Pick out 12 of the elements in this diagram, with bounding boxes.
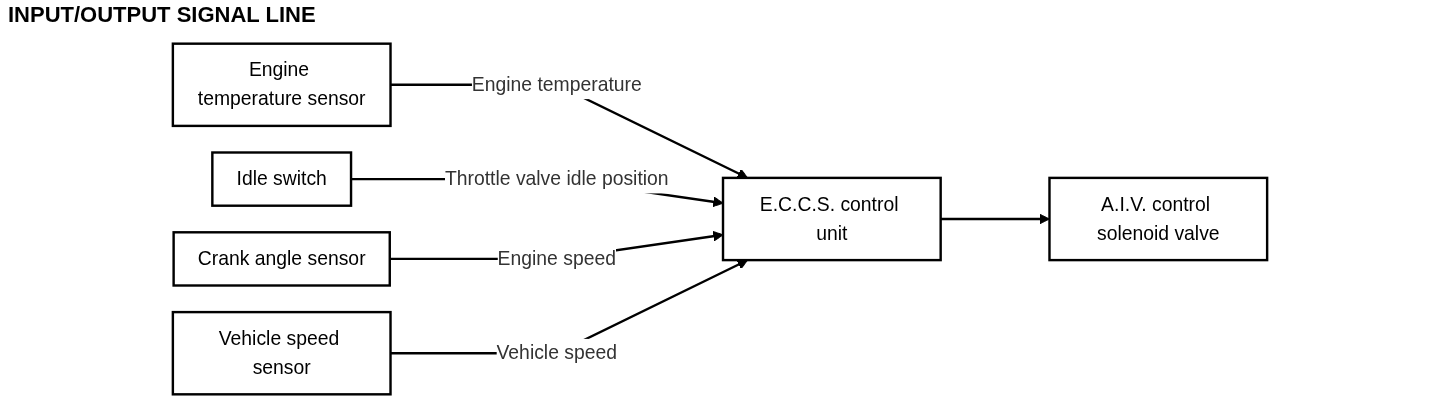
- node-box: A.I.V. control solenoid valve: [1048, 176, 1269, 262]
- arrow: [940, 213, 1050, 225]
- title: INPUT/OUTPUT SIGNAL LINE: [8, 2, 316, 28]
- node-box: Idle switch: [211, 151, 353, 207]
- edge-label: Vehicle speed: [496, 342, 617, 363]
- edge-label: Throttle valve idle position: [444, 168, 669, 189]
- edge-label: Engine speed: [497, 248, 616, 269]
- node-box: Engine temperature sensor: [171, 42, 392, 128]
- edge-label: Engine temperature: [471, 73, 642, 95]
- node-box: Vehicle speed sensor: [171, 310, 392, 396]
- node-box: Crank angle sensor: [172, 231, 391, 287]
- node-box: E.C.C.S. control unit: [721, 176, 942, 262]
